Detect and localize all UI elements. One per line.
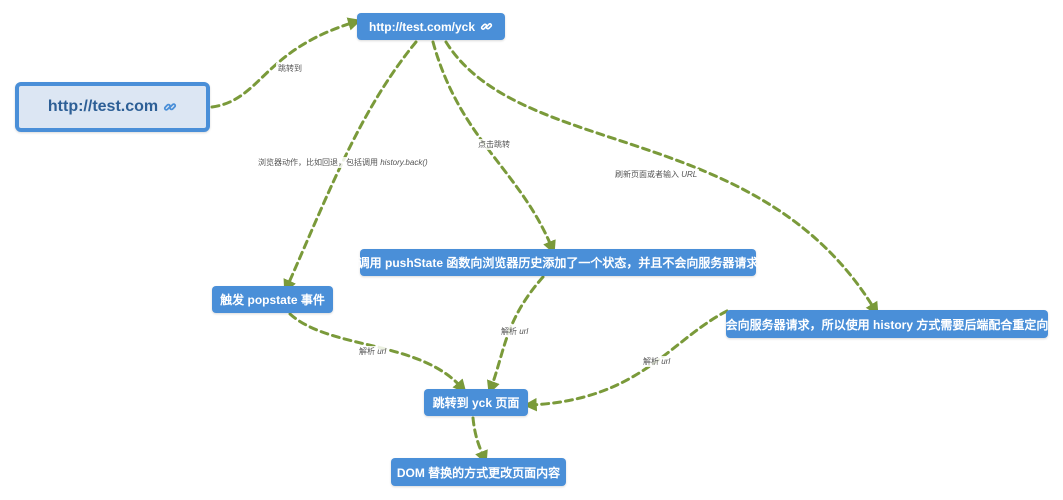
dom-node-label: DOM 替换的方式更改页面内容 bbox=[396, 465, 561, 480]
popstate-node[interactable]: 触发 popstate 事件 bbox=[212, 286, 333, 313]
edge-label-refresh: 刷新页面或者输入 URL bbox=[613, 169, 700, 180]
edge-label-click-jump-text: 点击跳转 bbox=[478, 140, 510, 149]
edge-label-parse-right: 解析 url bbox=[641, 356, 673, 367]
server-node-label: 会向服务器请求，所以使用 history 方式需要后端配合重定向 bbox=[725, 317, 1049, 332]
server-node[interactable]: 会向服务器请求，所以使用 history 方式需要后端配合重定向 bbox=[726, 310, 1048, 338]
dom-node[interactable]: DOM 替换的方式更改页面内容 bbox=[391, 458, 566, 486]
link-icon bbox=[163, 100, 177, 114]
edge-label-refresh-code: URL bbox=[681, 170, 698, 179]
edge-label-click-jump: 点击跳转 bbox=[476, 139, 512, 150]
edge-label-parse-left-code: url bbox=[377, 347, 387, 356]
edge-label-parse-right-text: 解析 bbox=[643, 357, 662, 366]
popstate-node-label: 触发 popstate 事件 bbox=[220, 293, 325, 307]
edge-server-to-yckpage bbox=[523, 309, 729, 412]
edge-label-jump-to: 跳转到 bbox=[276, 63, 304, 74]
edge-label-browser-action-text: 浏览器动作，比如回退，包括调用 bbox=[258, 158, 381, 167]
edge-yckpage-to-dom bbox=[471, 416, 488, 465]
edge-label-parse-left: 解析 url bbox=[357, 346, 389, 357]
root-node[interactable]: http://test.com bbox=[15, 82, 210, 132]
yck-page-node-label: 跳转到 yck 页面 bbox=[432, 396, 520, 410]
edge-yck-to-pushstate bbox=[431, 40, 556, 255]
link-icon bbox=[480, 20, 493, 33]
edge-yck-to-popstate bbox=[283, 40, 418, 294]
yck-url-node-label: http://test.com/yck bbox=[368, 19, 476, 34]
yck-page-node[interactable]: 跳转到 yck 页面 bbox=[424, 389, 528, 416]
edge-label-jump-to-text: 跳转到 bbox=[278, 64, 302, 73]
edge-label-parse-middle: 解析 url bbox=[499, 326, 531, 337]
root-node-label: http://test.com bbox=[47, 98, 159, 115]
edge-yck-to-server bbox=[444, 40, 879, 316]
edge-label-browser-action-code: history.back() bbox=[380, 158, 428, 167]
edge-label-refresh-text: 刷新页面或者输入 bbox=[615, 170, 682, 179]
edge-label-parse-middle-text: 解析 bbox=[501, 327, 520, 336]
pushstate-node-label: 调用 pushState 函数向浏览器历史添加了一个状态，并且不会向服务器请求 bbox=[357, 256, 759, 270]
edge-label-parse-middle-code: url bbox=[519, 327, 529, 336]
edge-label-browser-action: 浏览器动作，比如回退，包括调用 history.back() bbox=[256, 157, 430, 168]
edge-root-to-yck bbox=[210, 17, 362, 109]
edge-label-parse-right-code: url bbox=[661, 357, 671, 366]
edge-label-parse-left-text: 解析 bbox=[359, 347, 378, 356]
pushstate-node[interactable]: 调用 pushState 函数向浏览器历史添加了一个状态，并且不会向服务器请求 bbox=[357, 249, 759, 276]
yck-url-node[interactable]: http://test.com/yck bbox=[357, 13, 505, 40]
